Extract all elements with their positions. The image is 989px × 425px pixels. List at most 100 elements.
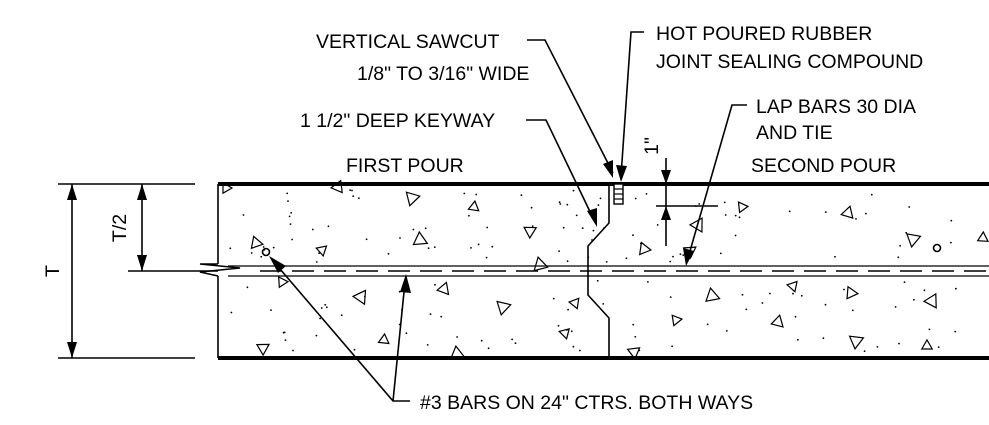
concrete-stipple-dot	[405, 332, 408, 335]
concrete-stipple-dot	[270, 309, 272, 311]
aggregate-triangle	[435, 281, 450, 296]
concrete-stipple-dot	[937, 346, 940, 348]
concrete-stipple-dot	[908, 206, 911, 208]
concrete-stipple-dot	[928, 328, 931, 331]
concrete-stipple-dot	[440, 315, 443, 318]
concrete-stipple-dot	[734, 214, 737, 217]
rebar-note-label: #3 BARS ON 24" CTRS. BOTH WAYS	[420, 392, 753, 414]
aggregate-triangle	[533, 256, 549, 272]
transverse-bar-left	[261, 247, 271, 257]
concrete-stipple-dot	[599, 197, 602, 200]
concrete-stipple-dot	[834, 255, 836, 258]
concrete-stipple-dot	[566, 260, 569, 263]
concrete-stipple-dot	[427, 247, 430, 250]
vertical-sawcut-label: VERTICAL SAWCUT	[316, 31, 500, 53]
concrete-stipple-dot	[531, 225, 534, 228]
concrete-stipple-dot	[745, 308, 748, 311]
concrete-stipple-dot	[230, 311, 233, 314]
concrete-stipple-dot	[597, 204, 600, 207]
concrete-stipple-dot	[876, 346, 879, 348]
concrete-stipple-dot	[477, 243, 480, 246]
concrete-stipple-dot	[486, 226, 489, 229]
thickness-arrow-top	[67, 184, 77, 200]
concrete-stipple-dot	[645, 193, 648, 195]
aggregate-triangle	[315, 245, 328, 258]
concrete-stipple-dot	[319, 317, 321, 320]
break-line-symbol	[199, 263, 241, 277]
concrete-stipple-dot	[272, 246, 275, 249]
concrete-stipple-dot	[557, 324, 560, 327]
sawcut-leader	[527, 39, 614, 174]
first-pour-label: FIRST POUR	[346, 155, 464, 177]
concrete-stipple-dot	[897, 256, 900, 259]
concrete-stipple-dot	[723, 201, 726, 204]
concrete-stipple-dot	[955, 287, 957, 290]
concrete-stipple-dot	[570, 330, 573, 333]
concrete-stipple-dot	[491, 245, 494, 248]
concrete-stipple-dot	[530, 206, 533, 209]
concrete-stipple-dot	[398, 290, 401, 293]
concrete-stipple-dot	[738, 216, 741, 219]
concrete-stipple-dot	[706, 323, 709, 326]
concrete-stipple-dot	[679, 253, 682, 256]
concrete-stipple-dot	[282, 331, 285, 334]
concrete-stipple-dot	[487, 347, 490, 350]
concrete-stipple-dot	[647, 281, 649, 283]
aggregate-triangle	[920, 338, 934, 350]
joint-sealing-compound-label: JOINT SEALING COMPOUND	[656, 51, 923, 73]
half-thickness-label: T/2	[109, 214, 131, 242]
concrete-stipple-dot	[656, 224, 659, 226]
sawcut-depth-arrow-top	[661, 170, 671, 184]
concrete-stipple-dot	[625, 257, 628, 260]
aggregate-triangle	[626, 347, 641, 361]
concrete-stipple-dot	[320, 307, 323, 309]
concrete-stipple-dot	[288, 215, 291, 218]
concrete-stipple-dot	[575, 214, 578, 217]
concrete-stipple-dot	[605, 261, 608, 263]
concrete-stipple-dot	[552, 297, 555, 300]
concrete-stipple-dot	[327, 225, 330, 228]
concrete-stipple-dot	[349, 189, 351, 192]
concrete-stipple-dot	[669, 260, 672, 263]
aggregate-triangle	[567, 297, 580, 310]
concrete-stipple-dot	[950, 219, 953, 222]
aggregate-triangle	[278, 275, 290, 289]
concrete-stipple-dot	[412, 228, 415, 231]
concrete-stipple-dot	[824, 211, 827, 214]
concrete-stipple-dot	[954, 330, 957, 333]
concrete-stipple-dot	[480, 339, 483, 342]
concrete-stipple-dot	[424, 227, 427, 230]
concrete-stipple-dot	[352, 195, 355, 198]
concrete-stipple-dot	[324, 303, 327, 306]
concrete-stipple-dot	[262, 246, 265, 248]
concrete-stipple-dot	[855, 218, 857, 220]
concrete-stipple-dot	[592, 229, 595, 232]
concrete-stipple-dot	[572, 189, 575, 192]
keyway-leader	[526, 119, 595, 221]
concrete-stipple-dot	[284, 339, 287, 341]
concrete-stipple-dot	[287, 200, 289, 203]
concrete-stipple-dot	[463, 192, 466, 195]
concrete-stipple-dot	[318, 252, 320, 255]
aggregate-triangle	[737, 201, 750, 214]
sawcut-width-label: 1/8" TO 3/16" WIDE	[357, 63, 529, 85]
concrete-stipple-dot	[797, 338, 799, 341]
concrete-stipple-dot	[632, 323, 635, 326]
concrete-stipple-dot	[429, 313, 432, 316]
concrete-stipple-dot	[794, 315, 797, 318]
aggregate-triangle	[377, 332, 390, 345]
aggregate-triangle	[705, 286, 721, 302]
concrete-stipple-dot	[725, 330, 728, 332]
concrete-stipple-dot	[485, 256, 488, 259]
keyway-joint-profile	[587, 184, 610, 358]
concrete-stipple-dot	[899, 244, 901, 247]
concrete-stipple-dot	[581, 227, 584, 230]
concrete-stipple-dot	[567, 308, 569, 311]
aggregate-triangle	[405, 191, 421, 207]
concrete-stipple-dot	[340, 314, 343, 317]
concrete-stipple-dot	[596, 279, 599, 282]
concrete-stipple-dot	[260, 255, 263, 258]
half-thickness-arrow-bottom	[137, 255, 147, 271]
hot-poured-rubber-label: HOT POURED RUBBER	[656, 23, 872, 45]
concrete-stipple-dot	[792, 292, 794, 295]
